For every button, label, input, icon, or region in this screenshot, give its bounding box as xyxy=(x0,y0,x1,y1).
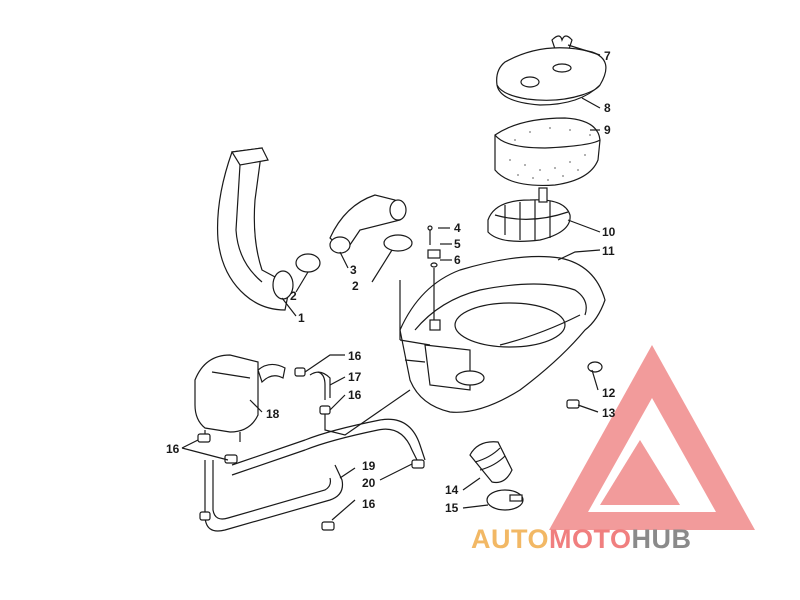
svg-text:AUTOMOTOHUB: AUTOMOTOHUB xyxy=(471,524,692,554)
part-airbox xyxy=(399,255,606,413)
callout-2-upper: 2 xyxy=(352,279,359,293)
watermark-logo xyxy=(549,345,755,530)
callout-16-d: 16 xyxy=(362,497,376,511)
part-air-filter-cover xyxy=(496,47,607,106)
part-grommets-12-13 xyxy=(566,361,603,409)
callout-6: 6 xyxy=(454,253,461,267)
watermark-moto: MOTO xyxy=(549,524,632,554)
callout-15: 15 xyxy=(445,501,459,515)
callout-13: 13 xyxy=(602,406,616,420)
part-air-filter-element xyxy=(494,117,601,187)
callout-1: 1 xyxy=(298,311,305,325)
callout-3: 3 xyxy=(350,263,357,277)
watermark-auto: AUTO xyxy=(471,524,549,554)
callout-17: 17 xyxy=(348,370,362,384)
part-outlet-boot-and-clamp xyxy=(469,441,524,511)
watermark-text: AUTOMOTOHUB xyxy=(471,524,692,554)
part-clamps-and-boot xyxy=(295,194,413,273)
callout-18: 18 xyxy=(266,407,280,421)
part-reservoir xyxy=(194,354,286,442)
callout-4: 4 xyxy=(454,221,461,235)
watermark-hub: HUB xyxy=(632,524,692,554)
callout-8: 8 xyxy=(604,101,611,115)
callout-2-lower: 2 xyxy=(290,289,297,303)
callout-9: 9 xyxy=(604,123,611,137)
callout-10: 10 xyxy=(602,225,616,239)
callout-14: 14 xyxy=(445,483,459,497)
callout-12: 12 xyxy=(602,386,616,400)
part-hoses xyxy=(204,371,426,532)
callout-16-c: 16 xyxy=(166,442,180,456)
watermark-triangle-core xyxy=(600,440,680,505)
part-filter-cage xyxy=(487,187,571,242)
callout-7: 7 xyxy=(604,49,611,63)
callout-16-a: 16 xyxy=(348,349,362,363)
callout-16-b: 16 xyxy=(348,388,362,402)
callout-20: 20 xyxy=(362,476,376,490)
part-hardware-4-5-6 xyxy=(427,225,441,320)
filter-texture xyxy=(509,127,591,181)
callout-labels: 7 8 9 4 5 6 10 11 3 2 2 1 16 17 16 18 12… xyxy=(166,49,616,515)
part-hose-clamps xyxy=(197,367,425,531)
callout-5: 5 xyxy=(454,237,461,251)
callout-19: 19 xyxy=(362,459,376,473)
callout-11: 11 xyxy=(602,244,615,258)
leader-lines xyxy=(181,44,601,521)
part-intake-duct xyxy=(217,147,294,311)
